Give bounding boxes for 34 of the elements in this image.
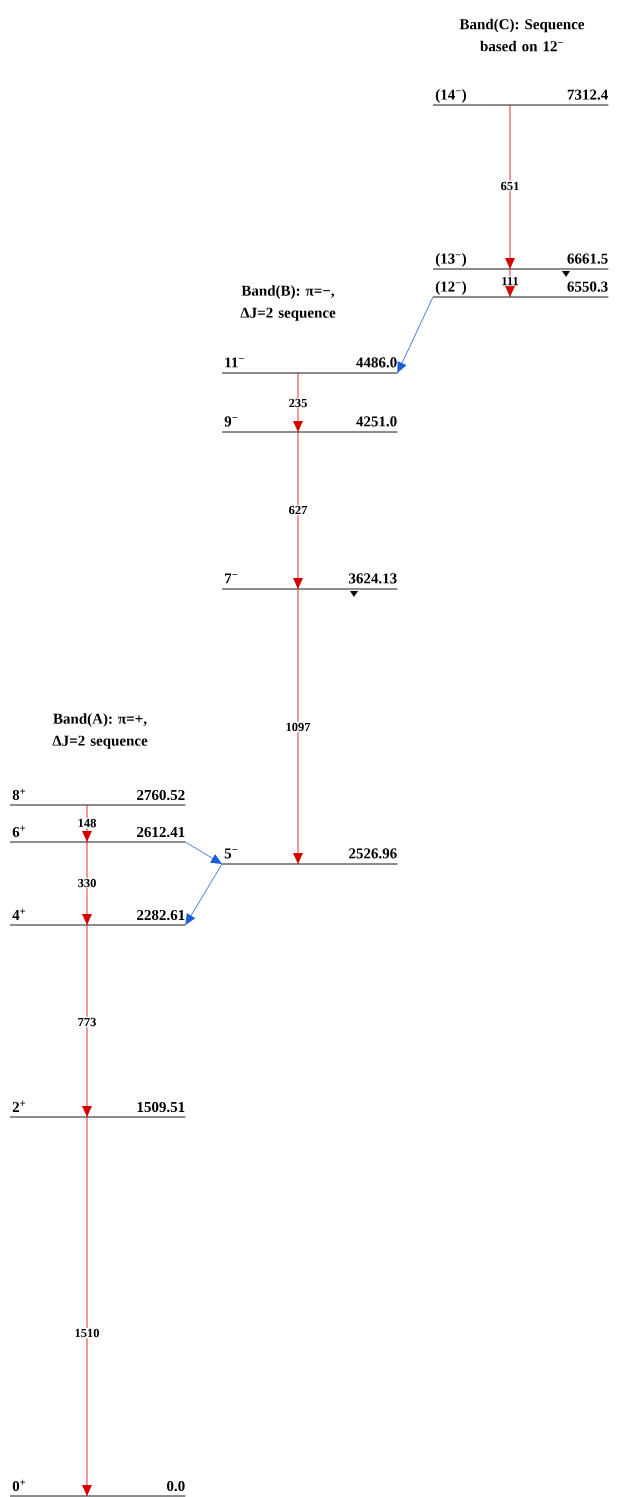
energy-level: 5$^{−}$ 2526.96 (221, 848, 398, 865)
energy-level: 11$^{−}$ 4486.0 (221, 357, 398, 374)
gamma-arrow (82, 804, 92, 843)
energy-level: 0$^{+}$ 0.0 (9, 1479, 186, 1497)
edge-label: 1510 (73, 1327, 101, 1339)
gamma-arrow (293, 431, 303, 590)
energy-level: 8$^{+}$ 2760.52 (9, 788, 186, 806)
edge-label: 148 (76, 817, 98, 829)
edge-label: 330 (76, 877, 98, 889)
band-title: Band(B): π=−, ΔJ=2 sequence (240, 285, 336, 321)
edge-label: 235 (287, 397, 309, 409)
energy-level: 2$^{+}$ 1509.51 (9, 1100, 186, 1118)
band-title: Band(C): Sequence based on 12$^{−}$ (459, 18, 585, 52)
gamma-arrow (293, 372, 303, 433)
gamma-arrow (505, 104, 515, 270)
transition-arrow (397, 296, 434, 374)
energy-level: (14$^{−}$) 7312.4 (432, 89, 609, 106)
gamma-arrow (505, 268, 515, 298)
energy-level: 9$^{−}$ 4251.0 (221, 416, 398, 433)
energy-level: (13$^{−}$) 6661.5 (432, 253, 609, 270)
transition-arrow (185, 841, 223, 865)
edge-label: 111 (500, 275, 520, 287)
gamma-arrow (82, 841, 92, 926)
gamma-arrow (293, 588, 303, 865)
band-title: Band(A): π=+, ΔJ=2 sequence (52, 713, 148, 749)
edge-label: 627 (287, 504, 309, 516)
edge-label: 1097 (284, 721, 312, 733)
transition-arrow (185, 863, 223, 926)
edge-label: 773 (76, 1016, 98, 1028)
gamma-arrow (82, 924, 92, 1118)
energy-level: 7$^{−}$ 3624.13 (221, 573, 398, 590)
energy-level: 4$^{+}$ 2282.61 (9, 908, 186, 926)
edge-label: 651 (499, 180, 521, 192)
gamma-arrow (82, 1116, 92, 1497)
